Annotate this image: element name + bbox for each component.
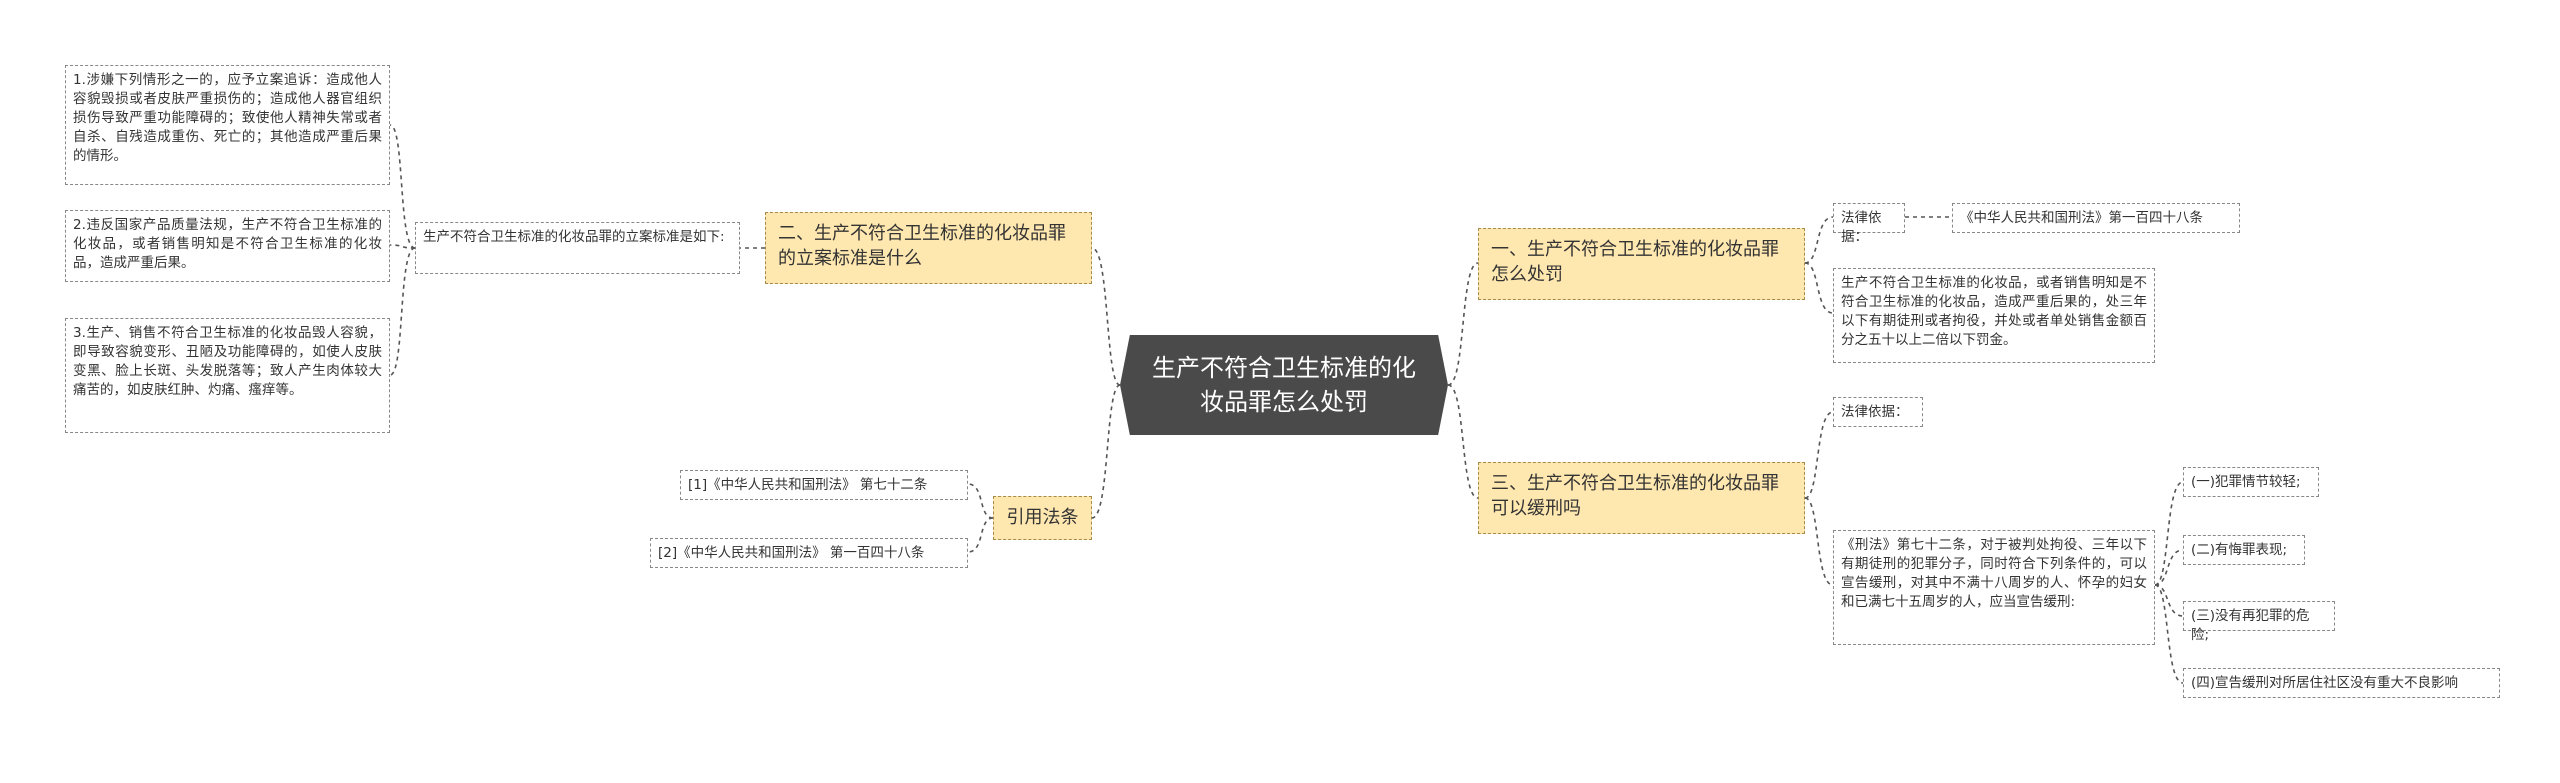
standard-item-2[interactable]: 2.违反国家产品质量法规，生产不符合卫生标准的化妆品，或者销售明知是不符合卫生标…: [65, 210, 390, 282]
leaf-text: [2]《中华人民共和国刑法》 第一百四十八条: [658, 545, 925, 561]
connector: [967, 483, 994, 519]
connector: [1447, 262, 1479, 386]
leaf-text: 法律依据：: [1841, 404, 1909, 420]
connector: [2154, 584, 2184, 617]
connector: [2154, 549, 2184, 586]
probation-content[interactable]: 《刑法》第七十二条，对于被判处拘役、三年以下有期徒刑的犯罪分子，同时符合下列条件…: [1833, 530, 2155, 645]
leaf-text: 3.生产、销售不符合卫生标准的化妆品毁人容貌，即导致容貌变形、丑陋及功能障碍的，…: [73, 325, 382, 398]
leaf-text: 《中华人民共和国刑法》第一百四十八条: [1960, 210, 2203, 226]
leaf-text: 生产不符合卫生标准的化妆品罪的立案标准是如下:: [423, 229, 725, 245]
connector: [2154, 584, 2184, 684]
leaf-text: (一)犯罪情节较轻;: [2191, 474, 2301, 490]
connector: [1804, 262, 1834, 314]
punishment-basis-label[interactable]: 法律依据：: [1833, 203, 1905, 245]
connector: [389, 247, 416, 376]
connector: [2154, 481, 2184, 586]
probation-condition-1[interactable]: (一)犯罪情节较轻;: [2183, 467, 2319, 497]
leaf-text: 《刑法》第七十二条，对于被判处拘役、三年以下有期徒刑的犯罪分子，同时符合下列条件…: [1841, 537, 2147, 610]
probation-condition-2[interactable]: (二)有悔罪表现;: [2183, 535, 2305, 565]
leaf-text: 法律依据：: [1841, 210, 1882, 245]
leaf-text: 2.违反国家产品质量法规，生产不符合卫生标准的化妆品，或者销售明知是不符合卫生标…: [73, 217, 382, 271]
leaf-text: (二)有悔罪表现;: [2191, 542, 2288, 558]
connector: [389, 244, 416, 249]
connector: [967, 517, 994, 553]
leaf-text: 1.涉嫌下列情形之一的，应予立案追诉：造成他人容貌毁损或者皮肤严重损伤的；造成他…: [73, 72, 382, 164]
branch-label: 二、生产不符合卫生标准的化妆品罪的立案标准是什么: [778, 223, 1066, 269]
probation-condition-3[interactable]: (三)没有再犯罪的危险;: [2183, 601, 2335, 643]
connector: [1091, 247, 1121, 386]
leaf-text: 生产不符合卫生标准的化妆品，或者销售明知是不符合卫生标准的化妆品，造成严重后果的…: [1841, 275, 2147, 348]
branch-citations[interactable]: 引用法条: [993, 496, 1092, 540]
leaf-text: (四)宣告缓刑对所居住社区没有重大不良影响: [2191, 675, 2459, 691]
connector: [389, 124, 416, 249]
citation-item-2[interactable]: [2]《中华人民共和国刑法》 第一百四十八条: [650, 538, 968, 568]
citation-item-1[interactable]: [1]《中华人民共和国刑法》 第七十二条: [680, 470, 968, 500]
probation-condition-4[interactable]: (四)宣告缓刑对所居住社区没有重大不良影响: [2183, 668, 2500, 698]
standard-intro[interactable]: 生产不符合卫生标准的化妆品罪的立案标准是如下:: [415, 222, 740, 274]
branch-label: 引用法条: [1006, 507, 1079, 528]
connector: [1447, 384, 1479, 499]
punishment-content[interactable]: 生产不符合卫生标准的化妆品，或者销售明知是不符合卫生标准的化妆品，造成严重后果的…: [1833, 268, 2155, 363]
standard-item-3[interactable]: 3.生产、销售不符合卫生标准的化妆品毁人容貌，即导致容貌变形、丑陋及功能障碍的，…: [65, 318, 390, 433]
connector: [1804, 216, 1834, 264]
branch-punishment[interactable]: 一、生产不符合卫生标准的化妆品罪怎么处罚: [1478, 228, 1805, 300]
punishment-basis-ref[interactable]: 《中华人民共和国刑法》第一百四十八条: [1952, 203, 2240, 233]
branch-label: 一、生产不符合卫生标准的化妆品罪怎么处罚: [1491, 239, 1779, 285]
branch-filing-standard[interactable]: 二、生产不符合卫生标准的化妆品罪的立案标准是什么: [765, 212, 1092, 284]
connector: [1091, 384, 1121, 519]
root-topic[interactable]: 生产不符合卫生标准的化妆品罪怎么处罚: [1120, 335, 1448, 435]
branch-label: 三、生产不符合卫生标准的化妆品罪可以缓刑吗: [1491, 473, 1779, 519]
leaf-text: (三)没有再犯罪的危险;: [2191, 608, 2310, 643]
connector: [1804, 497, 1834, 586]
standard-item-1[interactable]: 1.涉嫌下列情形之一的，应予立案追诉：造成他人容貌毁损或者皮肤严重损伤的；造成他…: [65, 65, 390, 185]
root-title: 生产不符合卫生标准的化妆品罪怎么处罚: [1152, 354, 1416, 416]
probation-basis-label[interactable]: 法律依据：: [1833, 397, 1923, 427]
branch-probation[interactable]: 三、生产不符合卫生标准的化妆品罪可以缓刑吗: [1478, 462, 1805, 534]
connector: [1804, 411, 1834, 499]
leaf-text: [1]《中华人民共和国刑法》 第七十二条: [688, 477, 928, 493]
